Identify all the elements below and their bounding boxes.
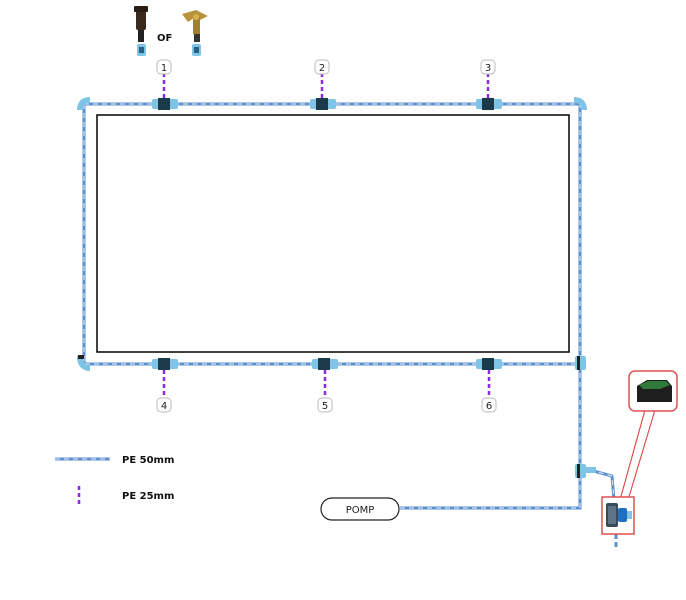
tee-top-3 xyxy=(476,74,502,110)
sprinkler-number: 3 xyxy=(485,63,491,74)
sprinkler-badge-4[interactable]: 4 xyxy=(156,397,172,413)
pomp-label: POMP xyxy=(346,505,375,516)
legend-pe50-label: PE 50mm xyxy=(122,455,174,466)
pomp-button[interactable]: POMP xyxy=(320,497,400,521)
or-label: OF xyxy=(157,33,172,44)
sprinkler-number: 1 xyxy=(161,63,167,74)
supply-pipe xyxy=(400,468,618,548)
valve-box-icon xyxy=(637,380,672,402)
sprinkler-number: 6 xyxy=(486,401,492,412)
tee-bottom-6 xyxy=(476,358,502,396)
field-area xyxy=(96,114,570,353)
tee-bottom-right xyxy=(575,356,586,370)
sprinkler-badge-6[interactable]: 6 xyxy=(481,397,497,413)
elbow-top-left xyxy=(77,97,91,111)
sprinkler-badge-2[interactable]: 2 xyxy=(314,59,330,75)
sprinkler-number: 2 xyxy=(319,63,325,74)
tee-top-1 xyxy=(152,74,178,110)
elbow-top-right xyxy=(573,97,587,111)
valve-box-callout[interactable] xyxy=(619,370,678,501)
sprinkler-number: 4 xyxy=(161,401,167,412)
legend-pe25: PE 25mm xyxy=(77,486,174,506)
tee-bottom-4 xyxy=(152,358,178,396)
tee-top-2 xyxy=(310,74,336,110)
tee-bottom-5 xyxy=(312,358,338,396)
sprinkler-badge-3[interactable]: 3 xyxy=(480,59,496,75)
elbow-bottom-left xyxy=(77,355,91,371)
sprinkler-number: 5 xyxy=(322,401,328,412)
tee-supply xyxy=(575,464,596,478)
sprinkler-badge-1[interactable]: 1 xyxy=(156,59,172,75)
valve-assembly[interactable] xyxy=(601,496,635,535)
impact-sprinkler-icon xyxy=(182,10,208,56)
valve-icon xyxy=(606,503,632,527)
legend-pe25-label: PE 25mm xyxy=(122,491,174,502)
sprinkler-badge-5[interactable]: 5 xyxy=(317,397,333,413)
legend-pe50: PE 50mm xyxy=(55,455,174,466)
popup-sprinkler-icon xyxy=(134,6,148,56)
